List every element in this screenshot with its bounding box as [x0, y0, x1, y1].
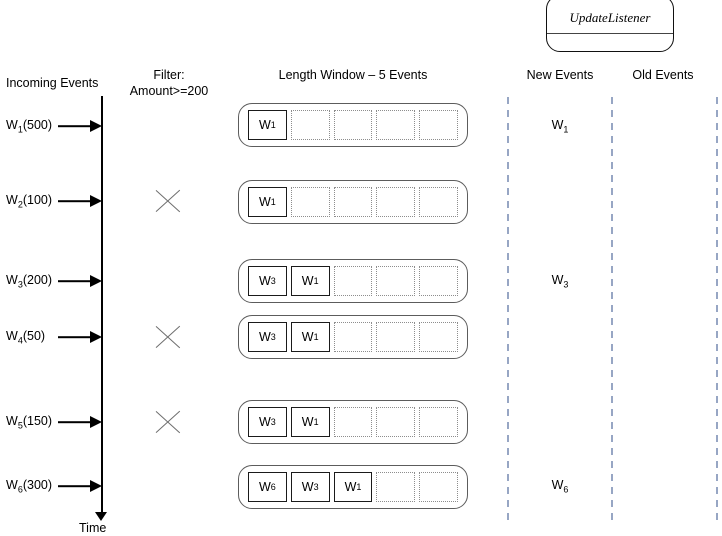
- event-label-2: W2(100): [6, 192, 53, 210]
- window-slot-5-5: [419, 407, 458, 437]
- event-arrow-4: [58, 336, 90, 338]
- event-arrow-1: [58, 125, 90, 127]
- header-length-window: Length Window – 5 Events: [278, 68, 428, 82]
- event-arrow-head-6: [90, 480, 102, 492]
- event-label-6: W6(300): [6, 477, 53, 495]
- update-listener-label: UpdateListener: [569, 10, 651, 25]
- window-slot-2-3: [333, 187, 373, 217]
- update-listener-box: UpdateListener: [546, 0, 674, 52]
- window-slot-2-5: [419, 187, 458, 217]
- filter-reject-x-icon-4: [150, 321, 186, 353]
- window-slot-3-3: [333, 266, 373, 296]
- event-label-1: W1(500): [6, 117, 53, 135]
- filter-reject-x-icon-2: [150, 185, 186, 217]
- header-filter-line2: Amount>=200: [129, 84, 209, 98]
- window-slot-5-3: [333, 407, 373, 437]
- window-slot-2-2: [290, 187, 330, 217]
- new-event-value-6: W6: [551, 477, 569, 495]
- event-arrow-3: [58, 280, 90, 282]
- timeline-arrow-icon: [95, 512, 107, 521]
- event-label-5: W5(150): [6, 413, 53, 431]
- header-new-events: New Events: [526, 68, 594, 82]
- column-separator-2: [611, 97, 613, 520]
- event-arrow-head-3: [90, 275, 102, 287]
- new-event-value-1: W1: [551, 117, 569, 135]
- timeline-label: Time: [79, 521, 107, 535]
- window-slot-4-3: [333, 322, 373, 352]
- window-slot-4-4: [376, 322, 416, 352]
- window-slot-3-5: [419, 266, 458, 296]
- filter-reject-x-icon-5: [150, 406, 186, 438]
- window-slot-4-5: [419, 322, 458, 352]
- header-old-events: Old Events: [632, 68, 694, 82]
- event-arrow-5: [58, 421, 90, 423]
- event-label-3: W3(200): [6, 272, 53, 290]
- column-separator-1: [507, 97, 509, 520]
- window-slot-1-3: [333, 110, 373, 140]
- event-label-4: W4(50): [6, 328, 46, 346]
- column-separator-3: [716, 97, 718, 520]
- window-slot-1-4: [376, 110, 416, 140]
- window-slot-1-5: [419, 110, 458, 140]
- header-incoming-events: Incoming Events: [6, 76, 99, 90]
- window-slot-2-4: [376, 187, 416, 217]
- window-slot-6-4: [376, 472, 416, 502]
- event-arrow-2: [58, 200, 90, 202]
- event-arrow-6: [58, 485, 90, 487]
- window-slot-5-4: [376, 407, 416, 437]
- header-filter-line1: Filter:: [153, 68, 185, 82]
- window-slot-6-5: [419, 472, 458, 502]
- window-slot-1-2: [290, 110, 330, 140]
- new-event-value-3: W3: [551, 272, 569, 290]
- event-arrow-head-4: [90, 331, 102, 343]
- event-arrow-head-1: [90, 120, 102, 132]
- update-listener-divider: [547, 33, 673, 35]
- timeline-axis: [101, 96, 103, 516]
- event-arrow-head-5: [90, 416, 102, 428]
- window-slot-3-4: [376, 266, 416, 296]
- event-arrow-head-2: [90, 195, 102, 207]
